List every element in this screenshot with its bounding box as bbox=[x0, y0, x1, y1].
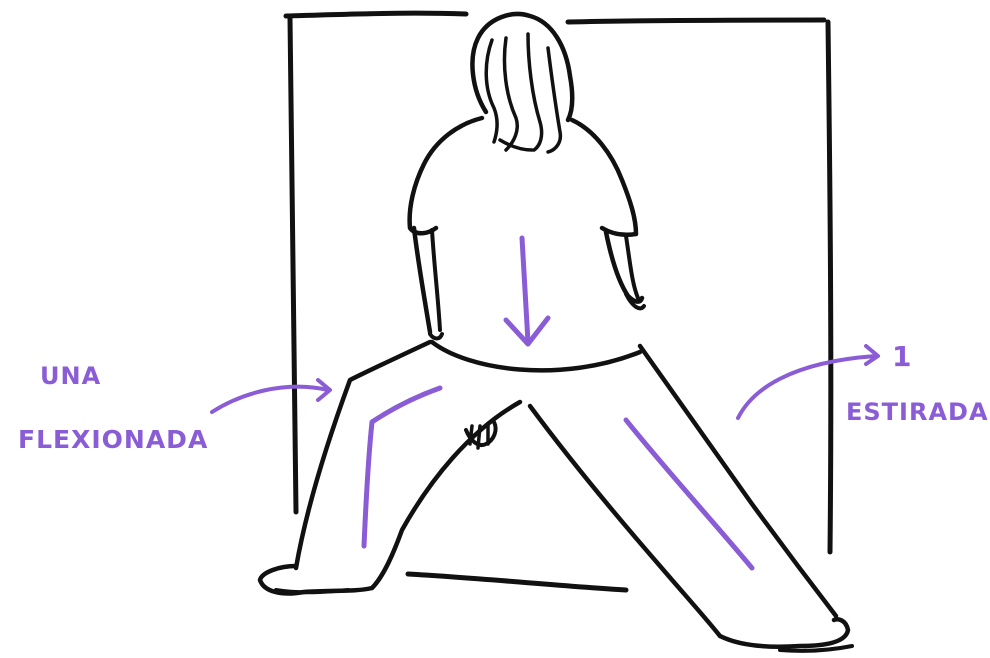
down-arrow bbox=[522, 238, 528, 342]
torso-outline bbox=[410, 118, 482, 233]
person-figure bbox=[260, 14, 852, 651]
label-una: UNA bbox=[40, 362, 101, 390]
bent-leg-highlight bbox=[364, 388, 440, 546]
annotation-marks bbox=[212, 238, 878, 568]
labels: UNA FLEXIONADA 1 ESTIRADA bbox=[18, 340, 989, 454]
label-estirada: ESTIRADA bbox=[846, 398, 989, 426]
label-one: 1 bbox=[892, 340, 912, 373]
left-curved-arrow bbox=[212, 387, 328, 412]
label-flexionada: FLEXIONADA bbox=[18, 425, 208, 454]
